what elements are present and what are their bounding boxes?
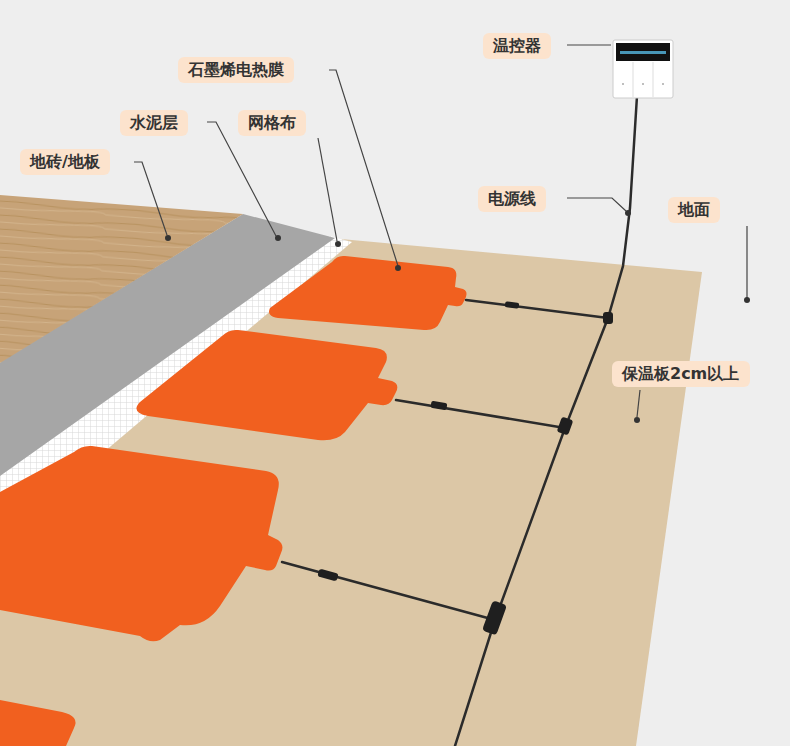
callout-label: 温控器 [483,33,551,59]
heating-film [0,256,467,746]
label-text: 水泥层 [130,113,178,133]
heating-film-pad [136,330,397,440]
callout-label: 电源线 [478,186,546,212]
thermostat [613,40,673,98]
callout-label: 网格布 [238,110,306,136]
wood-floor [0,195,243,363]
heating-film-pad [269,256,467,330]
label-text: 石墨烯电热膜 [188,60,284,80]
callout-label: 保温板2cm以上 [612,361,750,387]
callout-label: 石墨烯电热膜 [178,57,294,83]
callout-label: 水泥层 [120,110,188,136]
branch-wire [466,300,608,318]
label-text: 电源线 [488,189,536,209]
callout-label: 地面 [668,197,720,223]
main-wire [455,96,637,746]
leader-dots [165,210,750,423]
label-text: 网格布 [248,113,296,133]
label-text: 地砖/地板 [30,152,100,172]
branch-wire [396,400,565,428]
heating-film-pad [0,700,76,746]
power-wire [282,96,637,746]
label-text: 温控器 [493,36,541,56]
wire-connectors [317,301,613,635]
branch-wire [282,562,495,620]
label-text: 保温板2cm以上 [622,364,739,384]
label-text: 地面 [678,200,710,220]
callout-label: 地砖/地板 [20,149,110,175]
heating-film-pad [0,446,282,641]
